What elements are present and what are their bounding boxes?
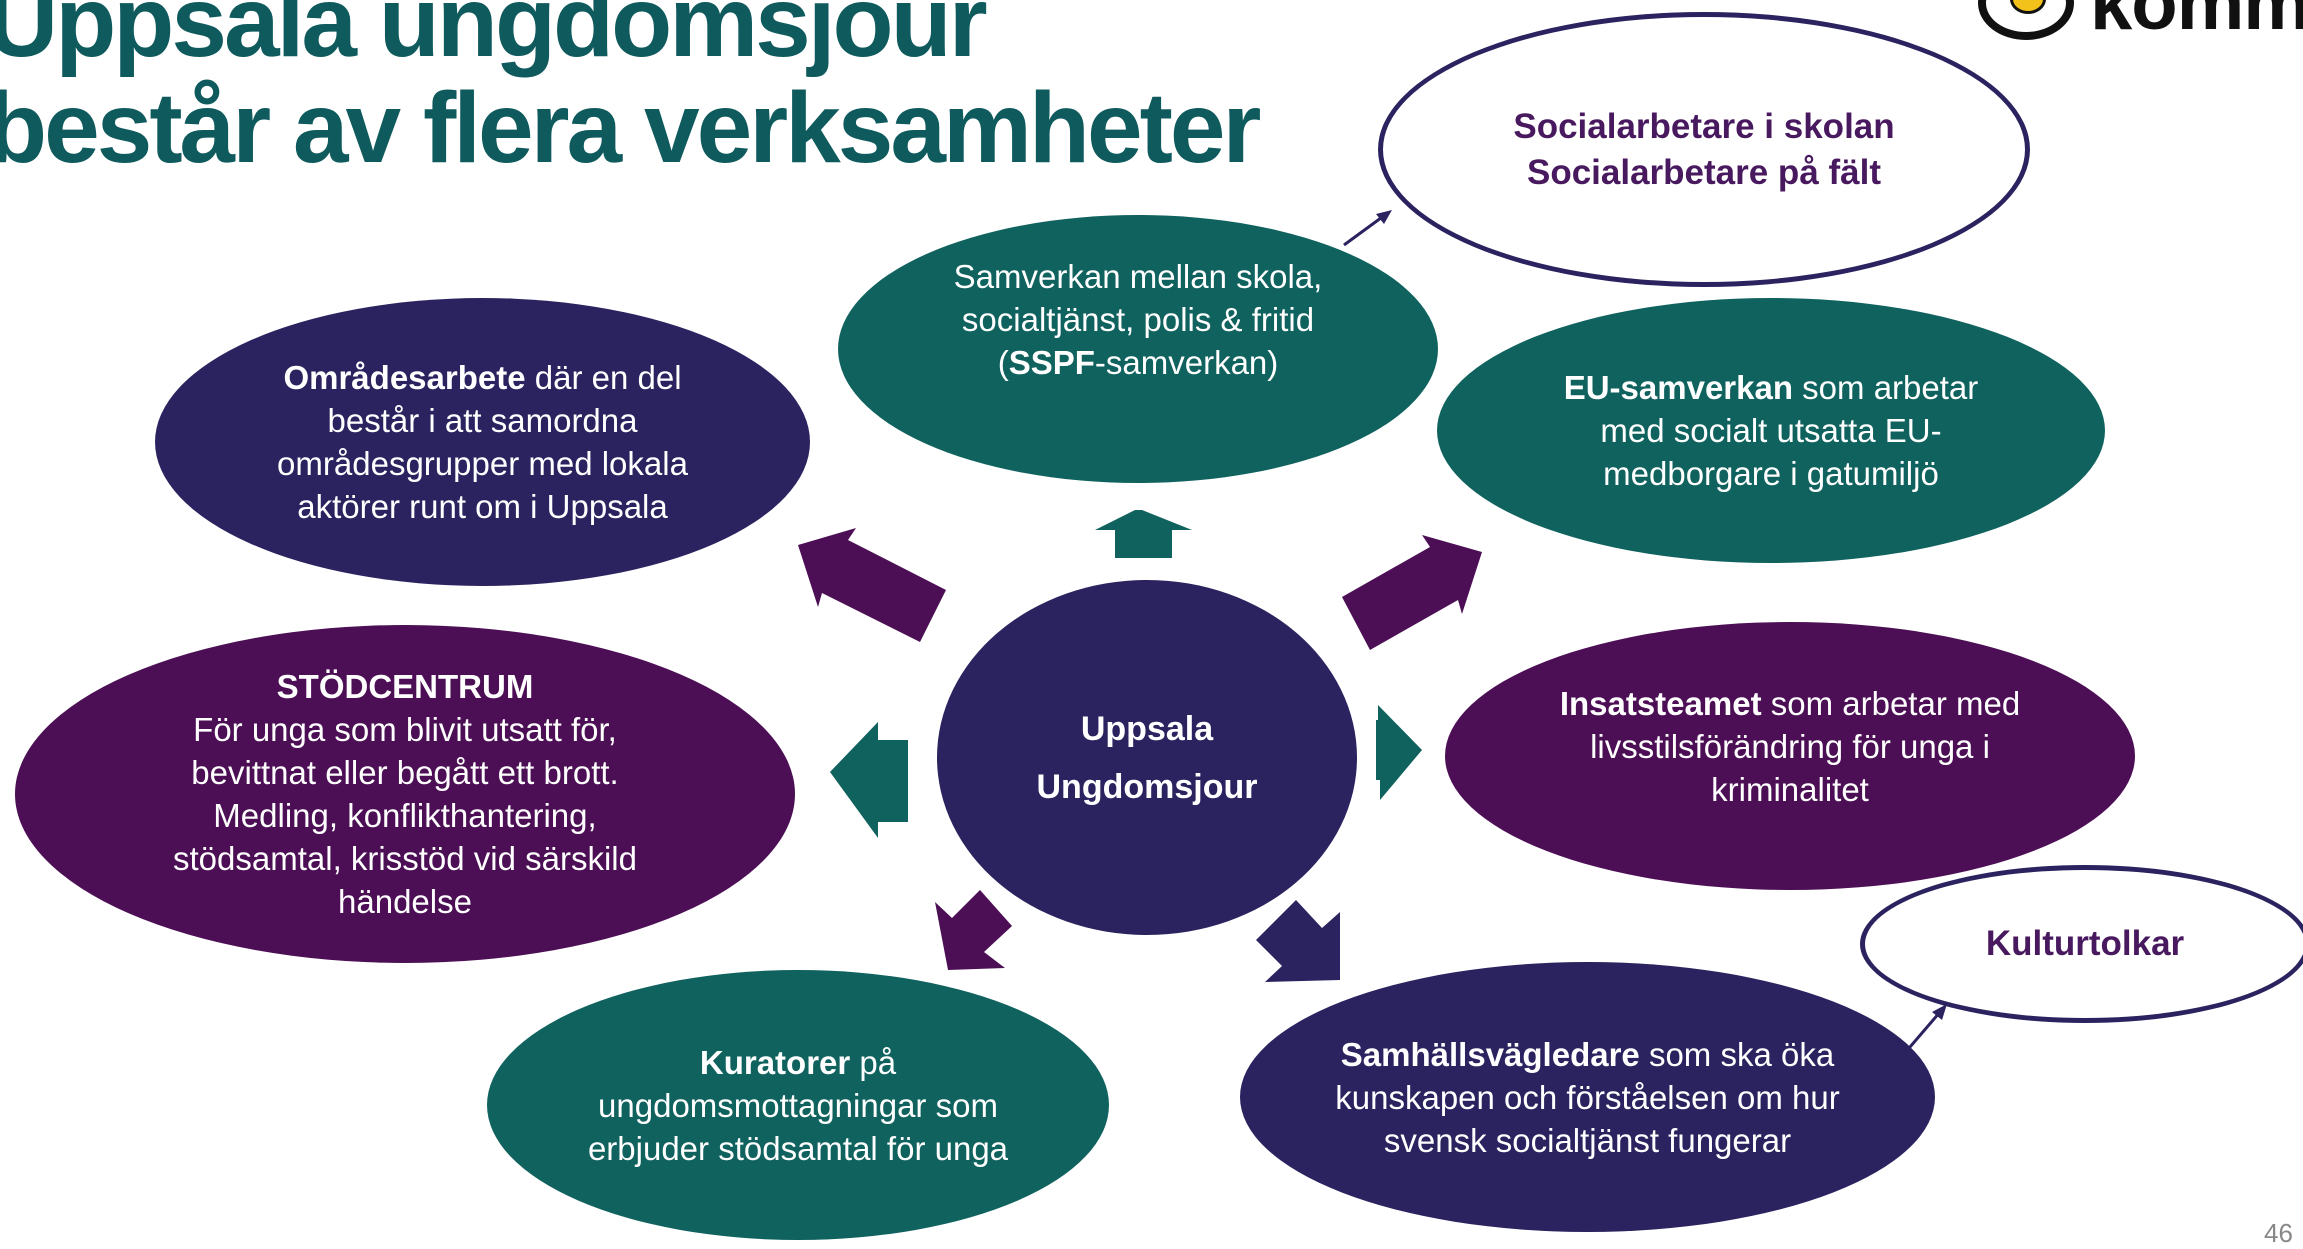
node-omradesarbete: Områdesarbete där en del består i att sa… [155,298,810,586]
arrow-down-left [935,890,1012,970]
node-kuratorer-bold: Kuratorer [699,1043,851,1081]
logo-text: kommun [2090,0,2303,46]
node-sspf-samverkan: Samverkan mellan skola, socialtjänst, pol… [838,215,1438,483]
node-eu-samverkan: EU-samverkan som arbetar med socialt uts… [1437,298,2105,563]
callout-kulturtolkar: Kulturtolkar [1860,865,2303,1023]
center-node-line-1: Uppsala [1080,709,1214,748]
node-insatsteamet: Insatsteamet som arbetar med livsstilsfö… [1445,622,2135,890]
node-sspf-line-2: socialtjänst, polis & fritid [961,300,1315,338]
node-stodcentrum-text: För unga som blivit utsatt för, bevittna… [173,711,637,920]
node-sspf-line-1: Samverkan mellan skola, [953,257,1323,295]
node-omradesarbete-bold: Områdesarbete [283,359,526,396]
center-node-line-2: Ungdomsjour [1036,767,1258,806]
node-samhallsvagledare-bold: Samhällsvägledare [1340,1035,1640,1073]
connector-kulturtolkar-head [1932,1004,1947,1020]
arrow-down-right [1256,900,1340,982]
arrow-up-right [1342,535,1482,650]
node-kuratorer-text: på ungdomsmottagningar som erbjuder stöd… [587,1043,1009,1167]
arrow-left [830,722,908,838]
arrow-up-left [798,528,946,642]
title-line-1: Uppsala ungdomsjour [0,0,988,78]
connector-socialarbetare [1343,213,1386,247]
node-sspf-bold: SSPF [1008,343,1095,381]
callout-socialarbetare-line-2: Socialarbetare på fält [1526,152,1882,192]
node-omradesarbete-text: där en del består i att samordna områdes… [277,359,688,525]
node-stodcentrum-heading: STÖDCENTRUM [276,668,534,705]
node-kuratorer: Kuratorer på ungdomsmottagningar som erb… [487,970,1109,1240]
arrow-right [1376,705,1422,800]
node-insatsteamet-bold: Insatsteamet [1559,684,1762,722]
title-line-2: består av flera verksamheter [0,72,1261,184]
arrow-up [1095,510,1192,558]
node-stodcentrum: STÖDCENTRUM För unga som blivit utsatt fö… [15,625,795,963]
callout-socialarbetare-line-1: Socialarbetare i skolan [1513,106,1895,146]
callout-kulturtolkar-text: Kulturtolkar [1985,924,2185,963]
page-number: 46 [2264,1218,2293,1248]
node-sspf-open-paren: ( [997,343,1009,381]
node-samhallsvagledare: Samhällsvägledare som ska öka kunskapen … [1240,962,1935,1232]
node-samhallsvagledare-text: som ska öka kunskapen och förståelsen om… [1335,1035,1840,1159]
node-eu-samverkan-bold: EU-samverkan [1563,369,1794,406]
node-sspf-rest: -samverkan) [1094,343,1279,381]
node-eu-samverkan-text: som arbetar med socialt utsatta EU-medbo… [1600,369,1979,492]
node-insatsteamet-text: som arbetar med livsstilsförändring för … [1590,684,2021,808]
connector-kulturtolkar [1878,1011,1942,1083]
connector-socialarbetare-head [1376,210,1392,224]
